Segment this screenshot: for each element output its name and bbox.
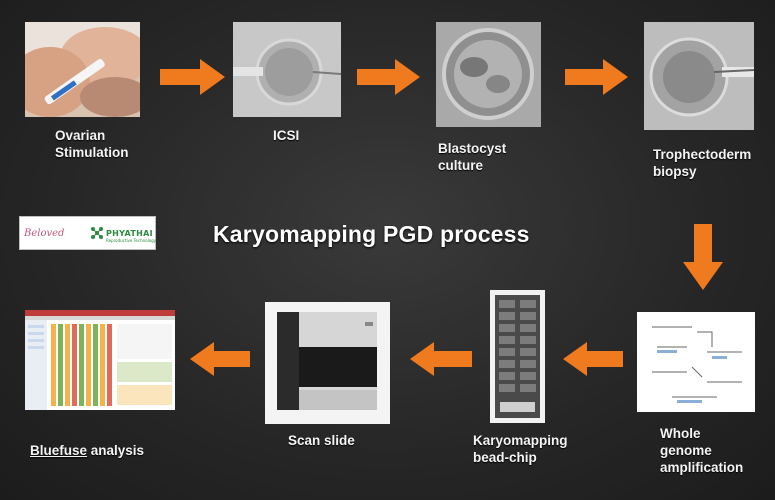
label-whole-genome-amplification: Whole genome amplification — [660, 425, 743, 476]
label-line: Trophectoderm — [653, 147, 752, 162]
label-bluefuse-analysis: Bluefuse analysis — [30, 442, 144, 459]
molecule-icon — [90, 226, 104, 240]
label-line: Whole — [660, 426, 701, 441]
label-line: Blastocyst — [438, 141, 507, 156]
arrow-right-3 — [565, 59, 628, 95]
label-line: ICSI — [273, 128, 300, 143]
label-line: Scan slide — [288, 433, 355, 448]
karyomapping-bead-chip-photo — [490, 290, 545, 423]
beloved-logo: Beloved — [24, 217, 84, 249]
label-line: biopsy — [653, 164, 697, 179]
label-line: Karyomapping — [473, 433, 568, 448]
arrow-left-1 — [563, 342, 623, 376]
arrow-right-1 — [160, 59, 225, 95]
trophectoderm-biopsy-photo — [644, 22, 754, 130]
clinic-logos: Beloved PHYATHAI Reproductive Technology — [19, 216, 156, 250]
arrow-left-2 — [410, 342, 472, 376]
ovarian-stimulation-photo — [25, 22, 140, 117]
label-line: Ovarian — [55, 128, 106, 143]
label-blastocyst-culture: Blastocyst culture — [438, 140, 506, 174]
phyathai-logo: PHYATHAI — [90, 217, 154, 249]
arrow-right-2 — [357, 59, 420, 95]
diagram-title: Karyomapping PGD process — [213, 221, 530, 247]
label-icsi: ICSI — [273, 127, 299, 144]
label-word: analysis — [87, 443, 145, 458]
label-ovarian-stimulation: Ovarian Stimulation — [55, 127, 129, 161]
beloved-logo-text: Beloved — [24, 227, 65, 239]
label-scan-slide: Scan slide — [288, 432, 355, 449]
label-karyomapping-bead-chip: Karyomapping bead-chip — [473, 432, 568, 466]
label-line: amplification — [660, 460, 744, 475]
phyathai-logo-text: PHYATHAI — [106, 228, 153, 238]
icsi-photo — [233, 22, 341, 117]
label-line: Stimulation — [55, 145, 129, 160]
whole-genome-amplification-diagram — [637, 312, 755, 412]
bluefuse-analysis-screenshot — [25, 310, 175, 410]
blastocyst-photo — [436, 22, 541, 127]
label-line: bead-chip — [473, 450, 537, 465]
arrow-left-3 — [190, 342, 250, 376]
label-line: culture — [438, 158, 484, 173]
label-word: Bluefuse — [30, 443, 88, 458]
phyathai-logo-subtext: Reproductive Technology — [106, 238, 157, 243]
label-line: genome — [660, 443, 712, 458]
arrow-down — [683, 224, 723, 290]
scan-slide-photo — [265, 302, 390, 424]
label-trophectoderm-biopsy: Trophectoderm biopsy — [653, 146, 751, 180]
